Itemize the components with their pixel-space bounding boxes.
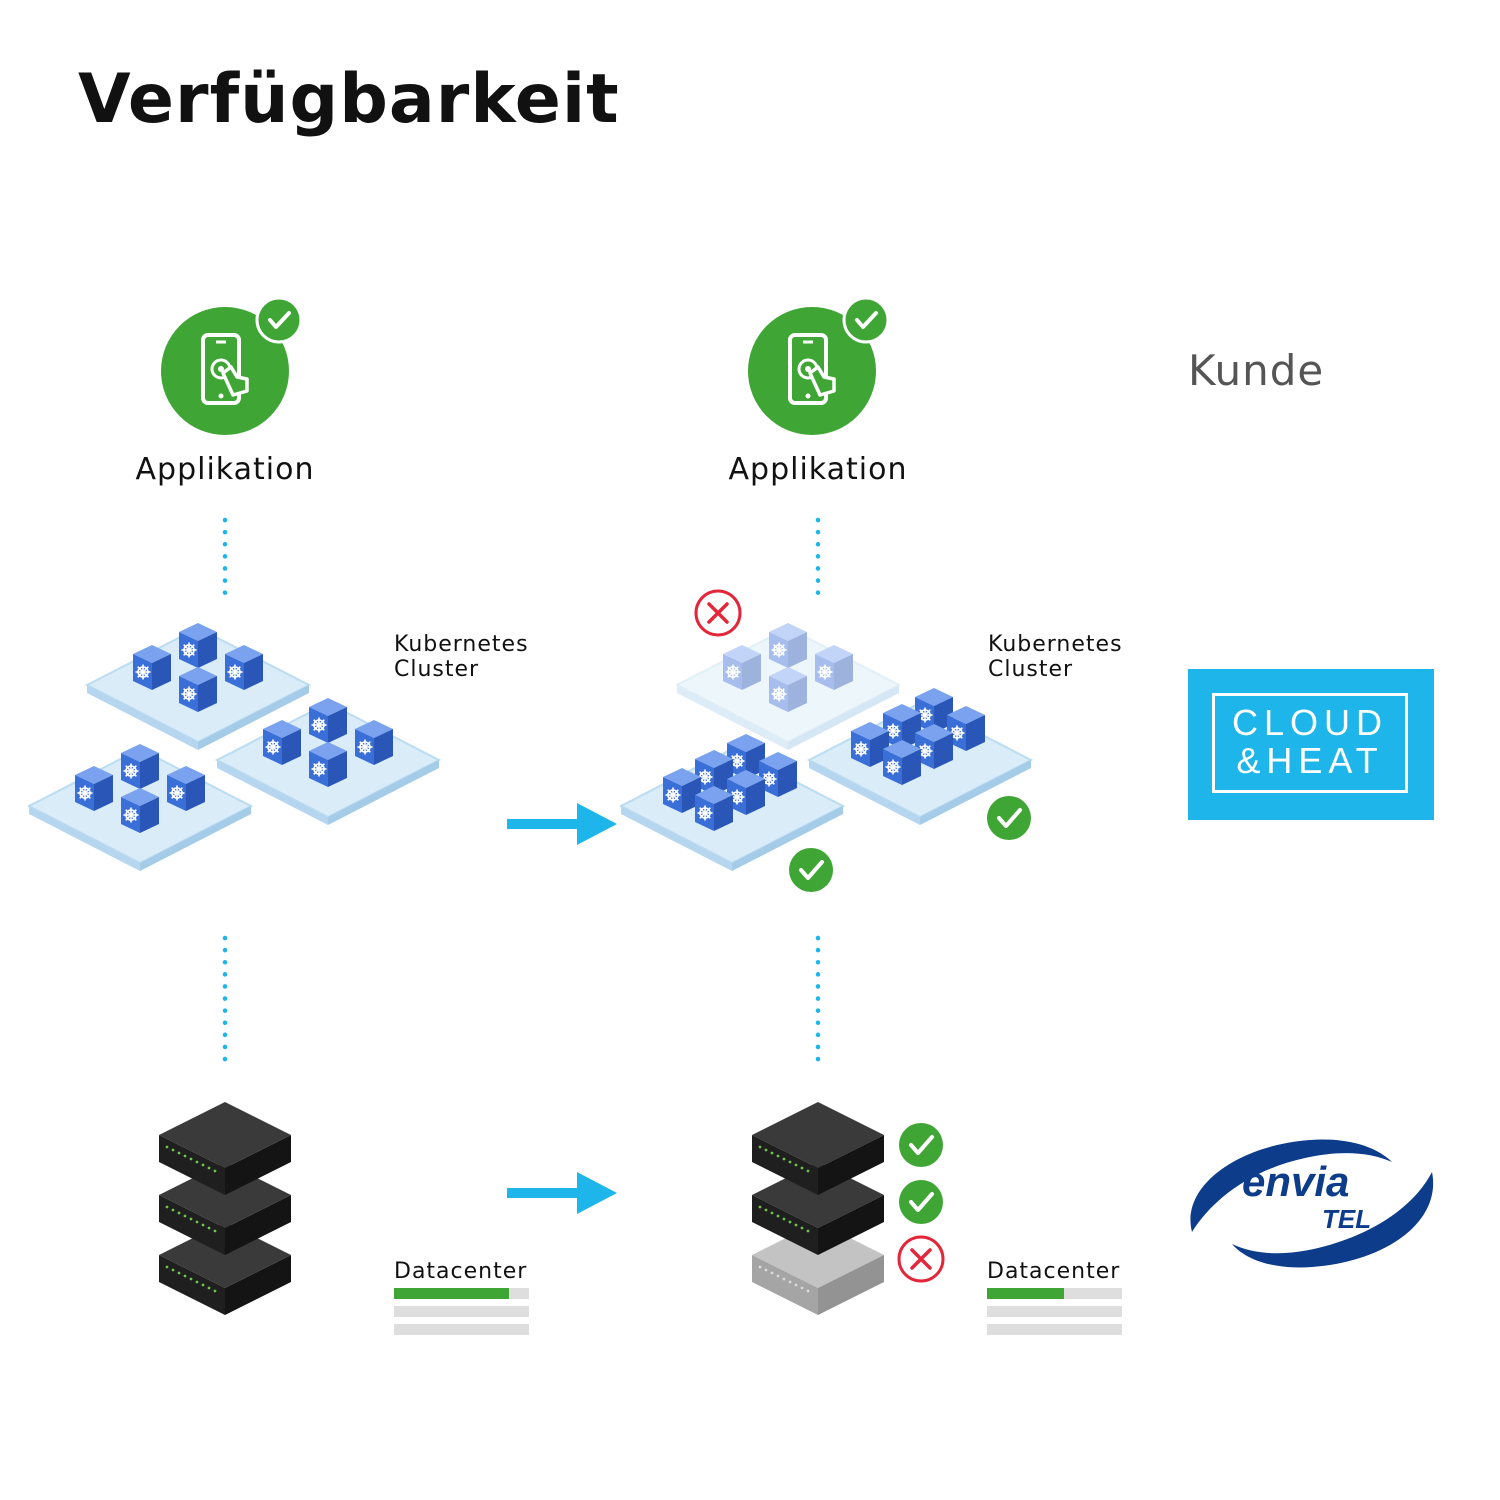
kubernetes-helm-icon — [120, 787, 160, 834]
kubernetes-helm-icon — [224, 644, 264, 691]
kubernetes-helm-icon — [722, 644, 762, 691]
datacenter-capacity-bar — [987, 1306, 1122, 1317]
check-icon — [897, 1178, 945, 1226]
datacenter-capacity-bar-before — [394, 1288, 529, 1299]
kubernetes-helm-icon — [262, 719, 302, 766]
envia-logo-sub: TEL — [1322, 1204, 1372, 1234]
check-icon — [255, 296, 303, 344]
check-icon — [842, 296, 890, 344]
envia-logo-word: envia — [1242, 1158, 1350, 1205]
application-label-after: Applikation — [728, 452, 908, 487]
kubernetes-helm-icon — [74, 765, 114, 812]
check-icon — [985, 794, 1033, 842]
datacenter-label-before: Datacenter — [394, 1259, 528, 1284]
cross-icon — [694, 589, 742, 637]
check-icon — [897, 1121, 945, 1169]
kubernetes-helm-icon — [814, 644, 854, 691]
application-before — [159, 296, 303, 437]
cluster-label-before: Kubernetes Cluster — [394, 632, 529, 682]
kubernetes-helm-icon — [120, 743, 160, 790]
kubernetes-helm-icon — [768, 666, 808, 713]
datacenter-capacity-bar — [987, 1324, 1122, 1335]
datacenter-after — [752, 1102, 884, 1315]
arrow-right-icon — [507, 1172, 617, 1214]
check-icon — [787, 846, 835, 894]
datacenter-label-after: Datacenter — [987, 1259, 1121, 1284]
logo-line-1: CLOUD — [1231, 702, 1389, 743]
datacenter-capacity-bar — [394, 1324, 529, 1335]
kubernetes-helm-icon — [694, 785, 734, 832]
kubernetes-helm-icon — [132, 644, 172, 691]
kubernetes-helm-icon — [308, 741, 348, 788]
datacenter-before — [159, 1102, 291, 1315]
kubernetes-helm-icon — [166, 765, 206, 812]
kubernetes-helm-icon — [768, 622, 808, 669]
kubernetes-helm-icon — [308, 697, 348, 744]
kubernetes-helm-icon — [178, 622, 218, 669]
kubernetes-helm-icon — [882, 739, 922, 786]
cloud-and-heat-logo: CLOUD &HEAT — [1188, 669, 1434, 820]
kubernetes-helm-icon — [354, 719, 394, 766]
server-icon — [752, 1102, 884, 1195]
datacenter-capacity-bar — [394, 1306, 529, 1317]
logo-line-2: &HEAT — [1236, 740, 1384, 781]
cross-icon — [897, 1235, 945, 1283]
arrow-right-icon — [507, 803, 617, 845]
envia-tel-logo-mark — [1190, 1139, 1434, 1268]
application-after — [746, 296, 890, 437]
logo-frame: CLOUD &HEAT — [1212, 693, 1408, 793]
layer-label-kunde: Kunde — [1188, 346, 1325, 395]
datacenter-capacity-bar-after — [987, 1288, 1122, 1299]
page-title: Verfügbarkeit — [78, 60, 620, 139]
kubernetes-helm-icon — [178, 666, 218, 713]
application-label-before: Applikation — [135, 452, 315, 487]
server-icon — [159, 1102, 291, 1195]
cluster-label-after: Kubernetes Cluster — [988, 632, 1123, 682]
